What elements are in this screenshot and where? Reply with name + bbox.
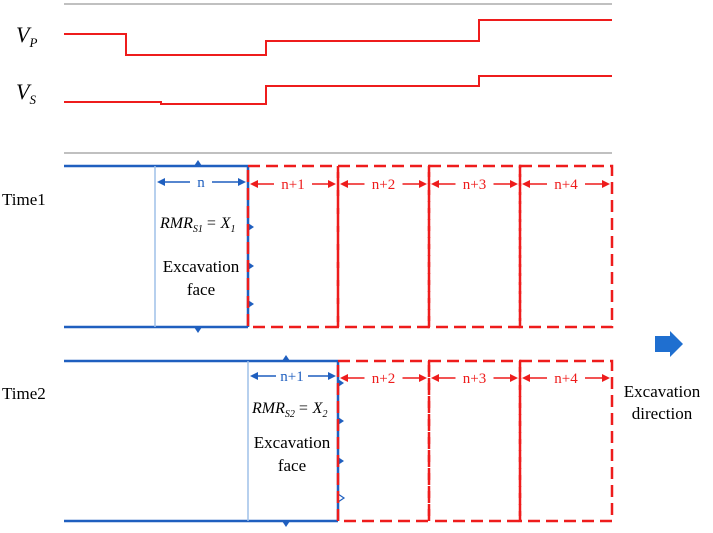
segment-label: n+3	[463, 177, 486, 193]
time1-face-marker	[248, 300, 254, 308]
vs-step-curve	[64, 75, 612, 105]
time2-label: Time2	[2, 384, 46, 403]
segment-label: n+4	[554, 371, 578, 387]
time1-label: Time1	[2, 190, 46, 209]
direction-label: Excavation	[624, 382, 701, 401]
arrowhead-left-icon	[250, 372, 258, 380]
arrowhead-left-icon	[522, 374, 530, 382]
arrowhead-left-icon	[250, 180, 258, 188]
arrowhead-right-icon	[510, 374, 518, 382]
segment-dimension-arrow: n+3	[431, 370, 518, 387]
time2-face-marker	[338, 457, 344, 465]
segment-label: n+4	[554, 177, 578, 193]
time2-row: Time2 n+1 RMRS2= X2 Excavation face n+2 n…	[2, 355, 614, 527]
time1-bottom-marker	[194, 327, 202, 333]
vp-step-curve	[64, 19, 612, 56]
arrowhead-right-icon	[328, 180, 336, 188]
excavation-direction: Excavation direction	[624, 331, 701, 423]
arrowhead-right-icon	[238, 178, 246, 186]
time1-rmr-formula: RMRS1= X1	[159, 215, 235, 235]
time2-bottom-marker	[282, 521, 290, 527]
segment-dimension-arrow: n+4	[522, 176, 610, 193]
time1-segment-label: n	[197, 175, 205, 191]
arrowhead-left-icon	[431, 180, 439, 188]
arrowhead-right-icon	[419, 374, 427, 382]
arrowhead-left-icon	[157, 178, 165, 186]
time1-face-label: face	[187, 280, 215, 299]
time2-face-marker	[338, 379, 344, 387]
segment-dimension-arrow: n+3	[431, 176, 518, 193]
time1-face-marker	[248, 223, 254, 231]
time1-top-marker	[194, 160, 202, 166]
vp-label: VP	[16, 22, 37, 50]
segment-label: n+1	[281, 177, 304, 193]
arrowhead-right-icon	[510, 180, 518, 188]
time2-face-marker	[338, 417, 344, 425]
time1-segment-n4-box	[518, 164, 614, 329]
time2-rmr-formula: RMRS2= X2	[251, 400, 327, 420]
right-arrow-icon	[655, 331, 683, 357]
segment-dimension-arrow: n+2	[340, 370, 427, 387]
time1-face-label: Excavation	[163, 257, 240, 276]
wave-panel: VP VS	[16, 3, 612, 154]
time2-face-label: face	[278, 456, 306, 475]
segment-dimension-arrow: n+4	[522, 370, 610, 387]
arrowhead-right-icon	[602, 374, 610, 382]
time1-row: Time1 n RMRS1= X1 Excavation face n+1 n+2…	[2, 160, 614, 333]
time2-face-label: Excavation	[254, 433, 331, 452]
segment-label: n+3	[463, 371, 486, 387]
arrowhead-left-icon	[522, 180, 530, 188]
segment-label: n+2	[372, 371, 395, 387]
time2-segment-label: n+1	[280, 369, 303, 385]
arrowhead-right-icon	[328, 372, 336, 380]
segment-label: n+2	[372, 177, 395, 193]
segment-dimension-arrow: n+1	[250, 176, 336, 193]
arrowhead-left-icon	[340, 180, 348, 188]
arrowhead-left-icon	[431, 374, 439, 382]
arrowhead-right-icon	[602, 180, 610, 188]
time2-top-marker	[282, 355, 290, 361]
time2-segment-n4-box	[518, 359, 614, 523]
vs-label: VS	[16, 79, 36, 107]
direction-label: direction	[632, 404, 693, 423]
segment-dimension-arrow: n+2	[340, 176, 427, 193]
arrowhead-left-icon	[340, 374, 348, 382]
arrowhead-right-icon	[419, 180, 427, 188]
time1-face-marker	[248, 262, 254, 270]
